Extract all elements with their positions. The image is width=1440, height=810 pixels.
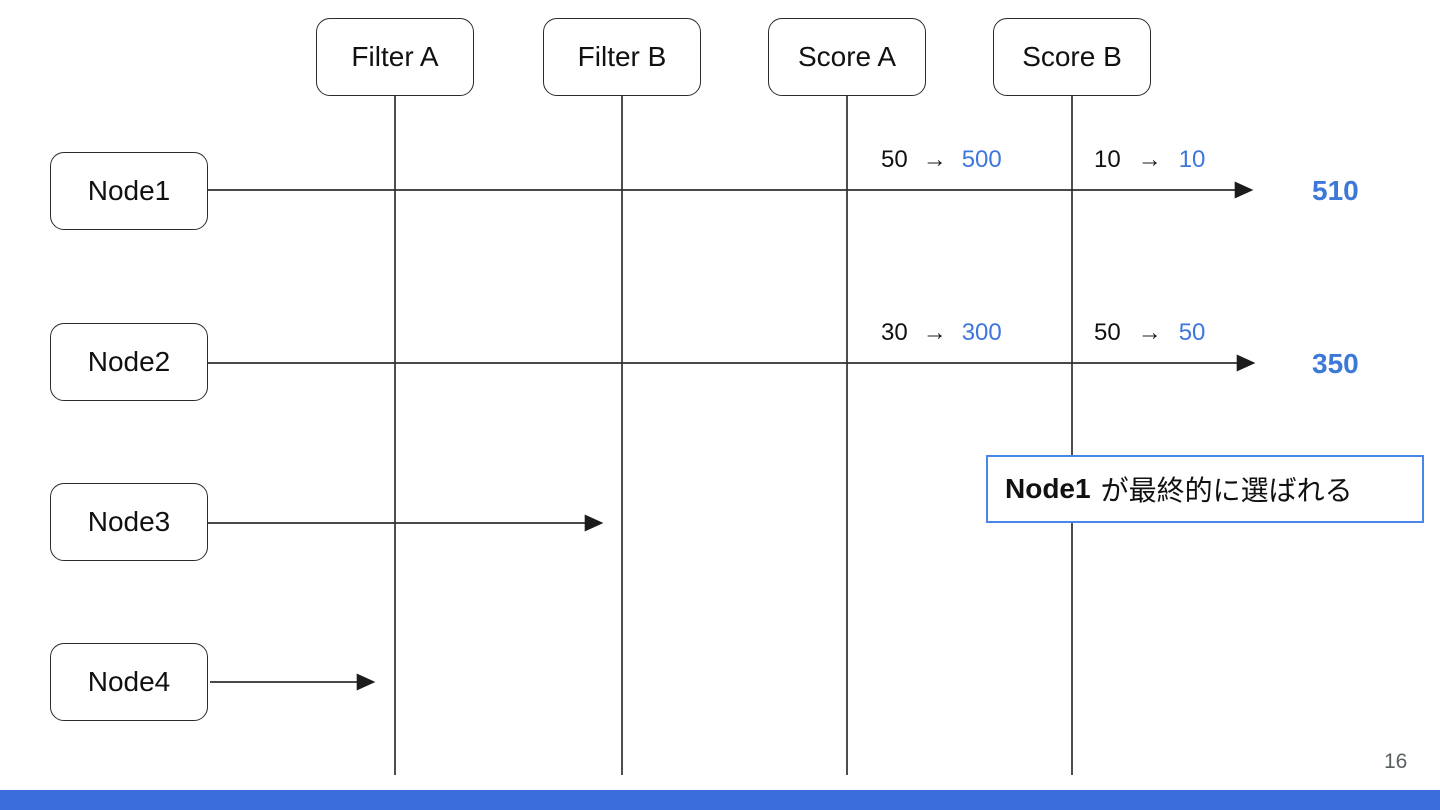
stage-label: Filter A [351, 41, 439, 72]
node-box-node2: Node2 [50, 323, 208, 401]
raw-score: 50 [1094, 319, 1121, 346]
node-label: Node4 [87, 666, 171, 697]
node-label: Node3 [87, 506, 171, 537]
arrow-right-icon: → [1137, 319, 1162, 346]
weighted-score: 300 [961, 319, 1002, 346]
arrow-right-icon: → [922, 146, 947, 173]
stage-box-score-a: Score A [768, 18, 926, 96]
stage-label: Score A [797, 41, 897, 72]
node2-total-score: 350 [1312, 348, 1359, 379]
node1-score-a-annotation: 50 → 500 [881, 146, 1002, 174]
node1-score-b-annotation: 10 → 10 [1094, 146, 1205, 174]
node1-total-score: 510 [1312, 175, 1359, 206]
stage-box-score-b: Score B [993, 18, 1151, 96]
arrow-right-icon: → [922, 319, 947, 346]
stage-label: Filter B [577, 41, 667, 72]
node-box-node1: Node1 [50, 152, 208, 230]
stage-box-filter-a: Filter A [316, 18, 474, 96]
node-label: Node1 [87, 175, 171, 206]
arrow-right-icon: → [1137, 146, 1162, 173]
raw-score: 10 [1094, 146, 1121, 173]
weighted-score: 50 [1178, 319, 1206, 346]
weighted-score: 10 [1178, 146, 1206, 173]
node-label: Node2 [87, 346, 171, 377]
node2-score-b-annotation: 50 → 50 [1094, 319, 1205, 347]
weighted-score: 500 [961, 146, 1002, 173]
page-number: 16 [1384, 750, 1408, 773]
callout-text: が最終的に選ばれる [1100, 475, 1353, 506]
result-callout-box: Node1 が最終的に選ばれる [986, 455, 1424, 523]
callout-subject: Node1 [1005, 473, 1091, 504]
node-box-node4: Node4 [50, 643, 208, 721]
node2-score-a-annotation: 30 → 300 [881, 319, 1002, 347]
raw-score: 50 [881, 146, 908, 173]
stage-box-filter-b: Filter B [543, 18, 701, 96]
raw-score: 30 [881, 319, 908, 346]
bottom-accent-bar [0, 790, 1440, 810]
stage-label: Score B [1022, 41, 1122, 72]
node-box-node3: Node3 [50, 483, 208, 561]
